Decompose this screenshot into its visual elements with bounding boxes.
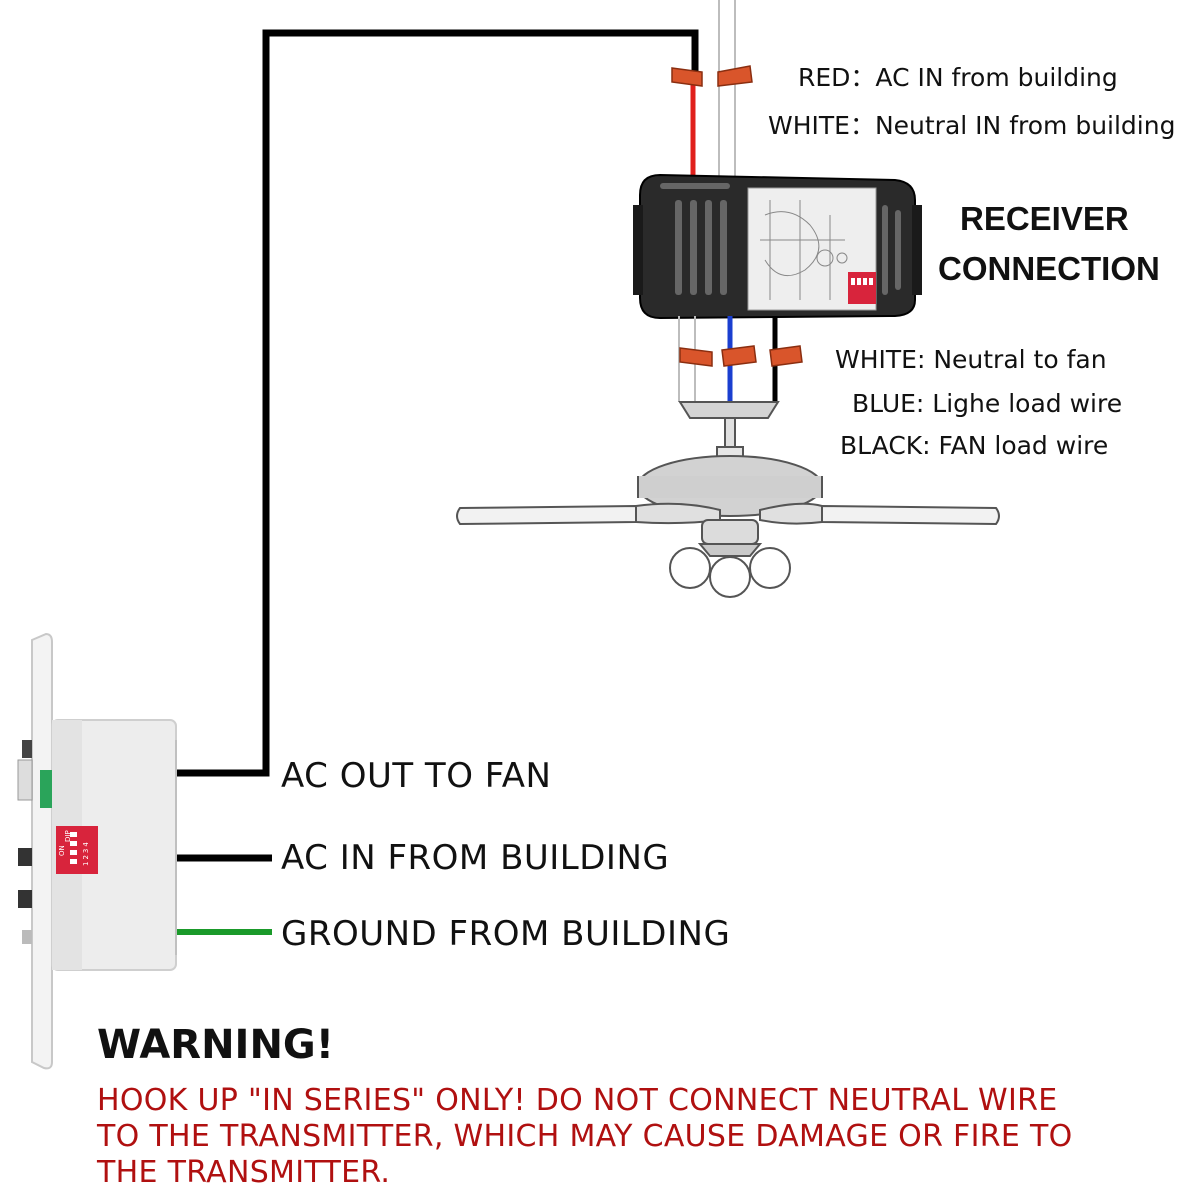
ceiling-fan bbox=[456, 401, 1000, 598]
transmitter-switch bbox=[17, 632, 177, 1070]
dip-on-label: ON bbox=[58, 845, 66, 856]
label-white-neutral-to-fan: WHITE: Neutral to fan bbox=[835, 345, 1107, 374]
fan-bulb-left bbox=[669, 547, 711, 589]
label-ground-from-building: GROUND FROM BUILDING bbox=[281, 914, 731, 954]
incoming-wires bbox=[690, 0, 736, 176]
dip-dip-label: DIP bbox=[64, 830, 72, 842]
wall-plate bbox=[31, 632, 53, 1070]
wire-nut-blue bbox=[721, 345, 757, 367]
black-wire-ac-out-to-receiver bbox=[176, 29, 699, 777]
fan-bulb-center bbox=[709, 556, 751, 598]
warning-title: WARNING! bbox=[97, 1022, 334, 1068]
receiver-dip-switch bbox=[848, 272, 876, 304]
wire-nut-white bbox=[717, 65, 753, 87]
label-blue-light-load: BLUE: Lighe load wire bbox=[852, 389, 1123, 418]
dip-position: 3 bbox=[82, 846, 90, 854]
label-white-neutral-in: WHITE：Neutral IN from building bbox=[768, 111, 1176, 140]
dip-position: 4 bbox=[82, 840, 90, 847]
receiver-box bbox=[633, 173, 922, 320]
warning-line: HOOK UP "IN SERIES" ONLY! DO NOT CONNECT… bbox=[97, 1083, 1058, 1118]
dip-positions: 1234 bbox=[82, 840, 90, 866]
sticker-schematic bbox=[760, 200, 848, 300]
wire-nut-red bbox=[671, 67, 703, 87]
fan-blade-right bbox=[821, 504, 1000, 526]
label-ac-out-to-fan: AC OUT TO FAN bbox=[281, 756, 552, 796]
fan-bulb-right bbox=[749, 547, 791, 589]
wire-nut-black bbox=[769, 345, 803, 367]
transmitter-dip-keys bbox=[70, 832, 77, 864]
label-ac-in-from-building: AC IN FROM BUILDING bbox=[281, 838, 670, 878]
receiver-dip-keys bbox=[851, 278, 873, 285]
fan-canopy bbox=[678, 401, 780, 419]
warning-text: HOOK UP "IN SERIES" ONLY! DO NOT CONNECT… bbox=[97, 1083, 1177, 1191]
transmitter-indicator bbox=[40, 770, 52, 808]
label-red-ac-in: RED：AC IN from building bbox=[798, 63, 1118, 92]
receiver-vent bbox=[660, 183, 901, 295]
wire-nuts-top bbox=[671, 65, 753, 87]
warning-line: THE TRANSMITTER. bbox=[97, 1155, 391, 1190]
wire-nut-neutral bbox=[679, 347, 713, 367]
wire-nuts-bottom bbox=[679, 345, 803, 367]
dip-position: 2 bbox=[82, 853, 90, 860]
label-black-fan-load: BLACK: FAN load wire bbox=[840, 431, 1109, 460]
warning-line: TO THE TRANSMITTER, WHICH MAY CAUSE DAMA… bbox=[97, 1119, 1073, 1154]
receiver-title-line1: RECEIVER bbox=[960, 200, 1129, 237]
receiver-title-line2: CONNECTION bbox=[938, 250, 1160, 287]
fan-light-housing bbox=[701, 519, 759, 545]
fan-blade-left bbox=[456, 504, 637, 526]
dip-position: 1 bbox=[82, 859, 90, 866]
transmitter-wires bbox=[176, 29, 699, 935]
